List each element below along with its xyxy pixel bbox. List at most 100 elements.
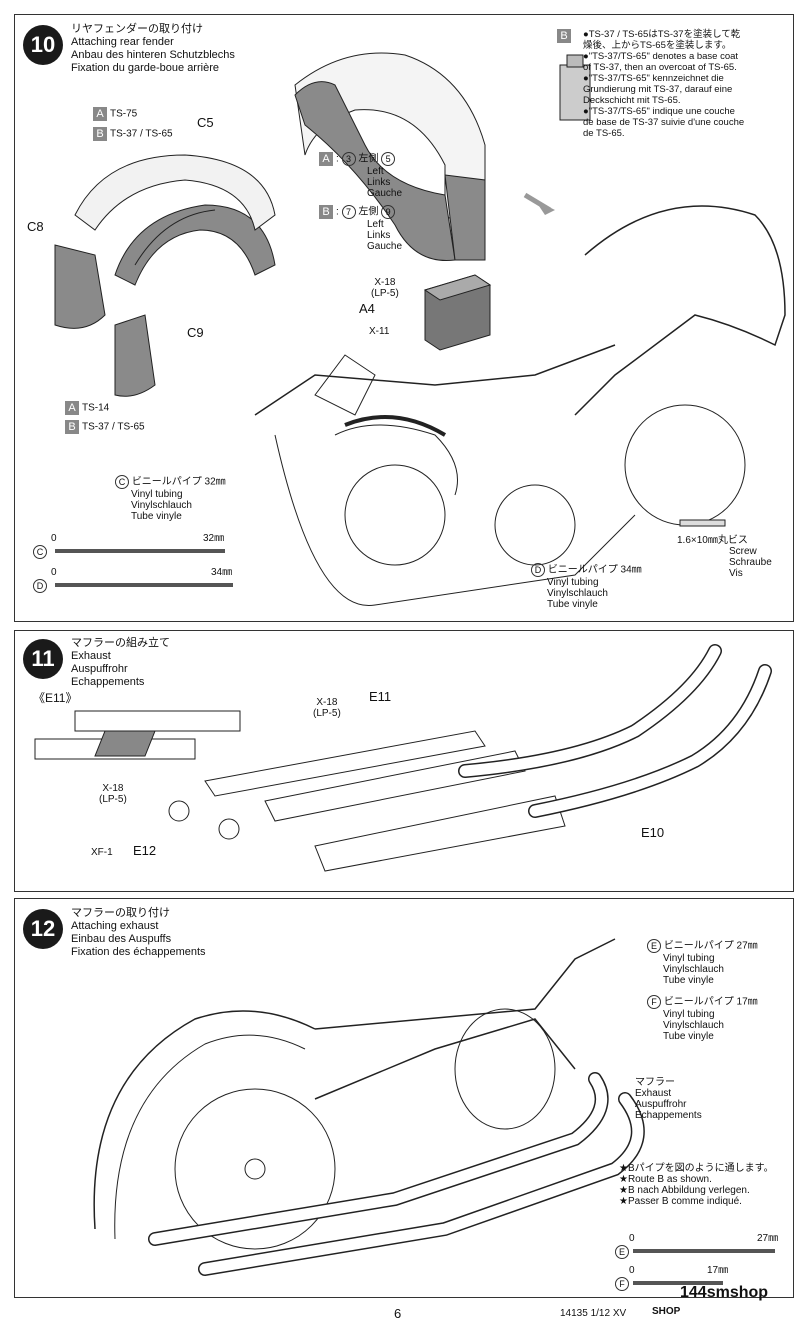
note-fr2: de base de TS-37 suivie d'une couche <box>583 117 745 128</box>
part-e10: E10 <box>641 825 665 840</box>
battery-x11: X-11 <box>369 326 390 337</box>
e11-x18-top: X-18(LP-5) <box>313 697 341 719</box>
muffler-fr: Echappements <box>635 1110 702 1121</box>
side-a-num1: 3 <box>341 152 356 166</box>
note-en1: ●"TS-37/TS-65" denotes a base coat <box>583 51 739 62</box>
tube-e-en: Vinyl tubing <box>663 953 715 964</box>
xf1-label: XF-1 <box>91 847 113 858</box>
tube-d-de: Vinylschlauch <box>547 588 608 599</box>
tube-e-jp: ビニールパイプ 27㎜ <box>663 940 758 952</box>
step10-illustration <box>54 52 786 607</box>
tube-c-de: Vinylschlauch <box>131 500 192 511</box>
left-fr: Gauche <box>367 188 403 199</box>
footer-code: 14135 1/12 XV <box>560 1308 627 1319</box>
side-a-left-jp: 左側 <box>358 153 379 165</box>
part-c8: C8 <box>27 219 44 234</box>
route-de: ★B nach Abbildung verlegen. <box>619 1185 750 1196</box>
tube-f-en: Vinyl tubing <box>663 1009 715 1020</box>
step12-title-fr: Fixation des échappements <box>71 946 206 958</box>
step10-title-de: Anbau des hinteren Schutzblechs <box>71 49 235 61</box>
note-jp2: 燥後、上からTS-65を塗装します。 <box>583 40 732 51</box>
left-de: Links <box>367 230 391 241</box>
screw-de: Schraube <box>729 557 772 568</box>
step11-title-jp: マフラーの組み立て <box>71 637 170 649</box>
tube-f-jp: ビニールパイプ 17㎜ <box>663 996 758 1008</box>
muffler-jp: マフラー <box>635 1077 675 1088</box>
tube-d-en: Vinyl tubing <box>547 577 599 588</box>
ruler-c-len: 32㎜ <box>203 533 225 544</box>
tube-d-fr: Tube vinyle <box>547 599 598 610</box>
side-a-num2: 5 <box>381 152 396 166</box>
left-en: Left <box>367 166 384 177</box>
x18b: X-18 <box>102 783 124 794</box>
tag-b-icon: B <box>65 420 79 434</box>
ruler-c-zero: 0 <box>51 533 57 544</box>
step11-title: マフラーの組み立て Exhaust Auspuffrohr Echappemen… <box>71 637 170 689</box>
tag-a-icon: A <box>65 401 79 415</box>
step10-panel: 10 リヤフェンダーの取り付け Attaching rear fender An… <box>14 14 794 622</box>
left-en: Left <box>367 219 384 230</box>
side-b-left-jp: 左側 <box>358 206 379 218</box>
lp5a: (LP-5) <box>313 708 341 719</box>
x18-label: X-18 <box>374 277 396 288</box>
route-note: ★Bパイプを図のように通します。 ★Route B as shown. ★B n… <box>619 1163 774 1207</box>
tube-e-de: Vinylschlauch <box>663 964 724 975</box>
ruler-f-letter: F <box>615 1277 629 1291</box>
step10-number: 10 <box>23 25 63 65</box>
step12-illustration <box>93 938 775 1285</box>
tube-e-fr: Tube vinyle <box>663 975 714 986</box>
tag-a-icon: A <box>93 107 107 121</box>
e11-x18-left: X-18(LP-5) <box>99 783 127 805</box>
note-jp1: ●TS-37 / TS-65はTS-37を塗装して乾 <box>583 29 741 40</box>
step12-title-en: Attaching exhaust <box>71 920 159 932</box>
part-e11: E11 <box>369 689 392 704</box>
tube-d-letter: D <box>531 563 545 577</box>
note-en2: of TS-37, then an overcoat of TS-65. <box>583 62 737 73</box>
tube-c-fr: Tube vinyle <box>131 511 182 522</box>
step12-number: 12 <box>23 909 63 949</box>
note-b-icon: B <box>557 29 571 43</box>
side-b-num1: 7 <box>341 205 356 219</box>
step11-title-en: Exhaust <box>71 650 111 662</box>
ruler-e-letter: E <box>615 1245 629 1259</box>
left-fr: Gauche <box>367 241 403 252</box>
screw-fr: Vis <box>729 568 743 579</box>
tag-b-icon: B <box>93 127 107 141</box>
tag-b-icon: B <box>319 205 333 219</box>
step10-title-jp: リヤフェンダーの取り付け <box>71 23 203 35</box>
note-fr1: ●"TS-37/TS-65" indique une couche <box>583 106 735 117</box>
tag-a-icon: A <box>319 152 333 166</box>
route-fr: ★Passer B comme indiqué. <box>619 1196 742 1207</box>
step12-title-jp: マフラーの取り付け <box>71 907 170 919</box>
ruler-f-zero: 0 <box>629 1265 635 1276</box>
ruler-d-len: 34㎜ <box>211 567 233 578</box>
shop-watermark-sub: SHOP <box>652 1306 681 1317</box>
tube-d-jp: ビニールパイプ 34㎜ <box>547 564 642 576</box>
e11-ref: 《E11》 <box>33 691 78 705</box>
muffler-de: Auspuffrohr <box>635 1099 687 1110</box>
lp5b: (LP-5) <box>99 794 127 805</box>
tube-c-en: Vinyl tubing <box>131 489 183 500</box>
muffler-label: マフラー Exhaust Auspuffrohr Echappements <box>635 1077 702 1121</box>
screw-size: 1.6×10㎜丸ビス <box>677 535 748 546</box>
paint-top-a-value: TS-75 <box>110 108 138 120</box>
shop-watermark: 144smshop <box>680 1284 769 1301</box>
side-b-num2: 9 <box>381 205 396 219</box>
screw-en: Screw <box>729 546 757 557</box>
left-de: Links <box>367 177 391 188</box>
step10-title-en: Attaching rear fender <box>71 36 174 48</box>
step12-title-de: Einbau des Auspuffs <box>71 933 172 945</box>
step11-panel: 11 マフラーの組み立て Exhaust Auspuffrohr Echappe… <box>14 630 794 892</box>
paint-note: B ●TS-37 / TS-65はTS-37を塗装して乾 燥後、上からTS-65… <box>557 29 745 139</box>
paint-bottom-a-value: TS-14 <box>82 402 110 414</box>
